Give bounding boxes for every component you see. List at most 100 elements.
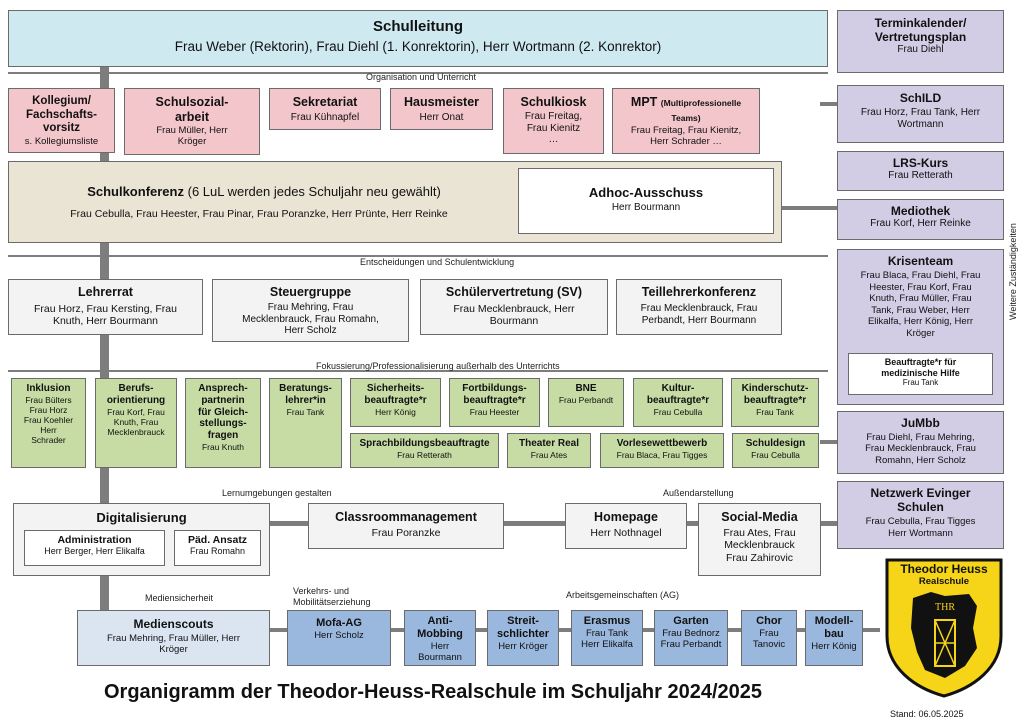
erasmus-title: Erasmus (583, 615, 631, 627)
socialmedia-names: Frau Ates, Frau Mecklenbrauck Frau Zahir… (723, 526, 796, 564)
stand-date: Stand: 06.05.2025 (890, 709, 964, 719)
connector-line (8, 255, 828, 257)
page-title: Organigramm der Theodor-Heuss-Realschule… (104, 681, 763, 703)
lrs-kurs-names: Frau Retterath (888, 170, 953, 182)
modellbau-title: Modell- bau (814, 615, 854, 640)
terminkalender-title: Terminkalender/ Vertretungsplan (874, 16, 967, 45)
garten-title: Garten (673, 615, 709, 627)
paed-ansatz-box: Päd. Ansatz Frau Romahn (174, 530, 261, 566)
medizin-title: Beauftragte*r für medizinische Hilfe (881, 357, 960, 378)
vorlese-title: Vorlesewettbewerb (616, 438, 708, 449)
connector-line (8, 72, 828, 74)
schulkiosk-title: Schulkiosk (520, 95, 587, 109)
medizin-names: Frau Tank (902, 378, 939, 388)
medizin-box: Beauftragte*r für medizinische Hilfe Fra… (848, 353, 993, 395)
mediothek-box: Mediothek Frau Korf, Herr Reinke (837, 199, 1004, 240)
sv-box: Schülervertretung (SV) Frau Mecklenbrauc… (420, 279, 608, 335)
lehrerrat-box: Lehrerrat Frau Horz, Frau Kersting, Frau… (8, 279, 203, 335)
steuergruppe-title: Steuergruppe (269, 285, 352, 299)
hausmeister-title: Hausmeister (403, 95, 480, 109)
fortbildung-box: Fortbildungs- beauftragte*r Frau Heester (449, 378, 540, 427)
kinderschutz-names: Frau Tank (756, 406, 794, 417)
administration-box: Administration Herr Berger, Herr Elikalf… (24, 530, 165, 566)
schuldesign-box: Schuldesign Frau Cebulla (732, 433, 819, 468)
adhoc-box: Adhoc-Ausschuss Herr Bourmann (518, 168, 774, 234)
schulsozialarbeit-title: Schulsozial- arbeit (155, 95, 229, 124)
erasmus-box: Erasmus Frau Tank Herr Elikalfa (571, 610, 643, 666)
sprachbildung-box: Sprachbildungsbeauftragte Frau Retterath (350, 433, 499, 468)
fortbildung-title: Fortbildungs- beauftragte*r (462, 383, 527, 406)
connector-line (774, 206, 838, 210)
label-verkehr: Verkehrs- und Mobilitätserziehung (293, 586, 371, 607)
bne-box: BNE Frau Perbandt (548, 378, 624, 427)
krisenteam-box: Krisenteam Frau Blaca, Frau Diehl, Frau … (837, 249, 1004, 405)
hausmeister-box: Hausmeister Herr Onat (390, 88, 493, 130)
steuergruppe-names: Frau Mehring, Frau Mecklenbrauck, Frau R… (242, 301, 379, 337)
sicherheit-title: Sicherheits- beauftragte*r (364, 383, 427, 406)
label-entscheidungen: Entscheidungen und Schulentwicklung (360, 257, 515, 267)
kollegium-names: s. Kollegiumsliste (24, 135, 99, 147)
lehrerrat-title: Lehrerrat (78, 285, 133, 299)
mediothek-title: Mediothek (890, 204, 951, 218)
kultur-box: Kultur- beauftragte*r Frau Cebulla (633, 378, 723, 427)
teillehrerkonferenz-title: Teillehrerkonferenz (641, 285, 757, 299)
modellbau-names: Herr König (811, 640, 857, 652)
lrs-kurs-title: LRS-Kurs (892, 156, 949, 170)
inklusion-box: Inklusion Frau Bülters Frau Horz Frau Ko… (11, 378, 86, 468)
inklusion-names: Frau Bülters Frau Horz Frau Koehler Herr… (23, 394, 74, 445)
adhoc-names: Herr Bourmann (611, 202, 681, 214)
connector-line (820, 440, 840, 444)
steuergruppe-box: Steuergruppe Frau Mehring, Frau Mecklenb… (212, 279, 409, 342)
gleichstellung-box: Ansprech- partnerin für Gleich- stellung… (185, 378, 261, 468)
berufsorientierung-title: Berufs- orientierung (106, 383, 166, 406)
lrs-kurs-box: LRS-Kurs Frau Retterath (837, 151, 1004, 191)
erasmus-names: Frau Tank Herr Elikalfa (581, 627, 633, 651)
terminkalender-box: Terminkalender/ Vertretungsplan Frau Die… (837, 10, 1004, 73)
bne-title: BNE (575, 383, 597, 394)
sprachbildung-title: Sprachbildungsbeauftragte (359, 438, 490, 449)
chor-names: Frau Tanovic (752, 627, 786, 651)
kultur-title: Kultur- beauftragte*r (646, 383, 710, 406)
homepage-names: Herr Nothnagel (590, 526, 662, 539)
sekretariat-box: Sekretariat Frau Kühnapfel (269, 88, 381, 130)
sv-names: Frau Mecklenbrauck, Herr Bourmann (453, 302, 575, 328)
schulkonferenz-sub: (6 LuL werden jedes Schuljahr neu gewähl… (187, 184, 441, 199)
medienscouts-title: Medienscouts (133, 617, 214, 631)
schulkiosk-box: Schulkiosk Frau Freitag, Frau Kienitz … (503, 88, 604, 154)
logo-shield-icon (885, 558, 1003, 698)
logo-name: Theodor Heuss (900, 562, 988, 576)
berufsorientierung-box: Berufs- orientierung Frau Korf, Frau Knu… (95, 378, 177, 468)
kinderschutz-box: Kinderschutz- beauftragte*r Frau Tank (731, 378, 819, 427)
vorlese-box: Vorlesewettbewerb Frau Blaca, Frau Tigge… (600, 433, 724, 468)
berufsorientierung-names: Frau Korf, Frau Knuth, Frau Mecklenbrauc… (107, 406, 165, 437)
label-organisation: Organisation und Unterricht (366, 72, 477, 82)
streitschlichter-box: Streit- schlichter Herr Kröger (487, 610, 559, 666)
lehrerrat-names: Frau Horz, Frau Kersting, Frau Knuth, He… (34, 302, 177, 328)
schulsozialarbeit-box: Schulsozial- arbeit Frau Müller, Herr Kr… (124, 88, 260, 155)
connector-line (100, 66, 109, 636)
homepage-box: Homepage Herr Nothnagel (565, 503, 687, 549)
classroom-title: Classroommanagement (335, 510, 477, 524)
mpt-title-row: MPT (Multiprofessionelle Teams) (613, 95, 759, 125)
schild-title: SchILD (899, 91, 942, 105)
digitalisierung-title: Digitalisierung (96, 510, 187, 525)
schuldesign-title: Schuldesign (745, 438, 806, 449)
schulkiosk-names: Frau Freitag, Frau Kienitz … (524, 110, 583, 146)
schild-box: SchILD Frau Horz, Frau Tank, Herr Wortma… (837, 85, 1004, 143)
terminkalender-names: Frau Diehl (897, 44, 944, 56)
beratungslehrer-box: Beratungs- lehrer*in Frau Tank (269, 378, 342, 468)
connector-line (8, 370, 828, 372)
classroom-box: Classroommanagement Frau Poranzke (308, 503, 504, 549)
kultur-names: Frau Cebulla (653, 406, 703, 417)
schild-names: Frau Horz, Frau Tank, Herr Wortmann (860, 107, 981, 130)
label-ag: Arbeitsgemeinschaften (AG) (566, 590, 680, 600)
fortbildung-names: Frau Heester (469, 406, 520, 417)
theater-title: Theater Real (518, 438, 580, 449)
theater-box: Theater Real Frau Ates (507, 433, 591, 468)
label-lernumgebungen: Lernumgebungen gestalten (222, 488, 332, 498)
beratungslehrer-names: Frau Tank (286, 406, 325, 417)
sprachbildung-names: Frau Retterath (397, 449, 452, 460)
schulleitung-box: Schulleitung Frau Weber (Rektorin), Frau… (8, 10, 828, 67)
schuldesign-names: Frau Cebulla (751, 449, 800, 460)
mediothek-names: Frau Korf, Herr Reinke (870, 218, 971, 230)
